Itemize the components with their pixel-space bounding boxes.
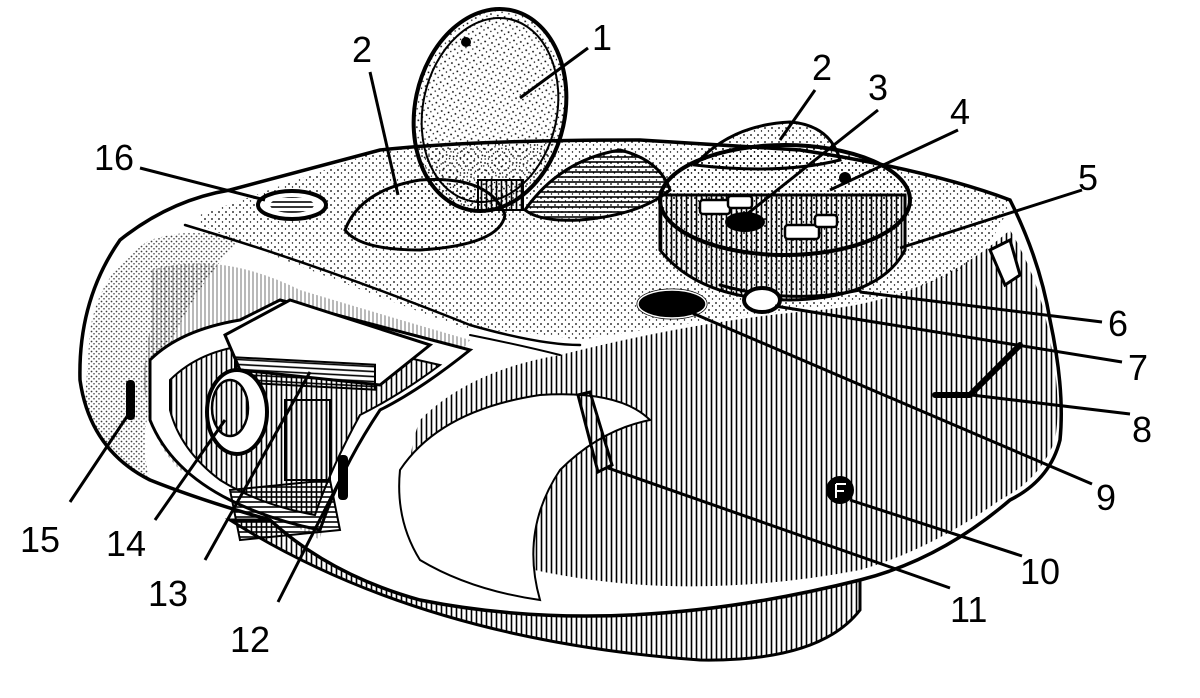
callout-10: 10	[1020, 551, 1060, 592]
leader-4	[829, 128, 959, 192]
leader-16	[139, 166, 266, 202]
commander-hatch-group	[343, 7, 672, 252]
loader-periscope-inner	[270, 197, 314, 213]
pistol-port-mark	[835, 483, 846, 498]
leader-lines	[68, 46, 1131, 603]
leader-2-right	[778, 89, 817, 141]
callout-1: 1	[592, 17, 612, 58]
ventilator-port-rim	[637, 289, 707, 319]
callout-11: 11	[950, 589, 987, 630]
rear-bracket	[988, 237, 1022, 288]
turret-flank-highlight	[398, 393, 653, 602]
leader-13	[203, 371, 312, 561]
periscope-block-2	[726, 194, 754, 210]
leader-9	[689, 310, 1093, 486]
gun-barrel-bore	[210, 378, 250, 438]
side-bracket	[576, 390, 614, 475]
callout-8: 8	[1132, 409, 1152, 450]
leader-12	[276, 479, 342, 603]
callout-14: 14	[106, 523, 146, 564]
coaxial-port	[284, 399, 331, 481]
cupola-group	[658, 120, 912, 302]
leader-15	[68, 414, 130, 503]
callout-6: 6	[1108, 303, 1128, 344]
leader-10	[849, 498, 1023, 558]
cupola-base-ring	[718, 283, 862, 298]
turret-right-flank	[410, 230, 1058, 587]
leader-3	[741, 108, 879, 220]
leader-6	[859, 290, 1103, 324]
callout-16: 16	[94, 137, 134, 178]
callout-7: 7	[1128, 347, 1148, 388]
mantlet-lower-block	[228, 478, 342, 542]
leader-14	[153, 419, 227, 521]
periscope-block-1	[698, 198, 732, 216]
left-vision-slot	[126, 380, 135, 420]
cupola-top	[658, 143, 912, 257]
callout-5: 5	[1078, 157, 1098, 198]
periscope-block-3	[783, 223, 821, 241]
leader-2-left	[368, 71, 400, 196]
gun-mantlet	[126, 298, 474, 542]
callout-12: 12	[230, 619, 270, 660]
hatch-opening-left	[343, 177, 507, 252]
callout-2-left: 2	[352, 29, 372, 70]
leader-11	[607, 466, 951, 590]
periscope-center	[725, 212, 765, 232]
leader-8	[954, 391, 1131, 416]
leader-7	[774, 304, 1123, 364]
right-vision-slot	[338, 455, 348, 500]
periscope-block-4	[813, 213, 839, 229]
callout-4: 4	[950, 91, 970, 132]
leader-5	[899, 188, 1083, 250]
callout-labels: 1 2 2 3 4 5 6 7 8 9 10 11 12 13 14 15 16	[20, 17, 1152, 660]
callout-3: 3	[868, 67, 888, 108]
antenna-mount	[742, 286, 782, 314]
callout-2-right: 2	[812, 47, 832, 88]
callout-13: 13	[148, 573, 188, 614]
hatch-cover-bolt	[461, 37, 471, 47]
leader-1	[519, 46, 589, 100]
callout-9: 9	[1096, 477, 1116, 518]
callout-15: 15	[20, 519, 60, 560]
roof-fittings	[256, 189, 1023, 504]
